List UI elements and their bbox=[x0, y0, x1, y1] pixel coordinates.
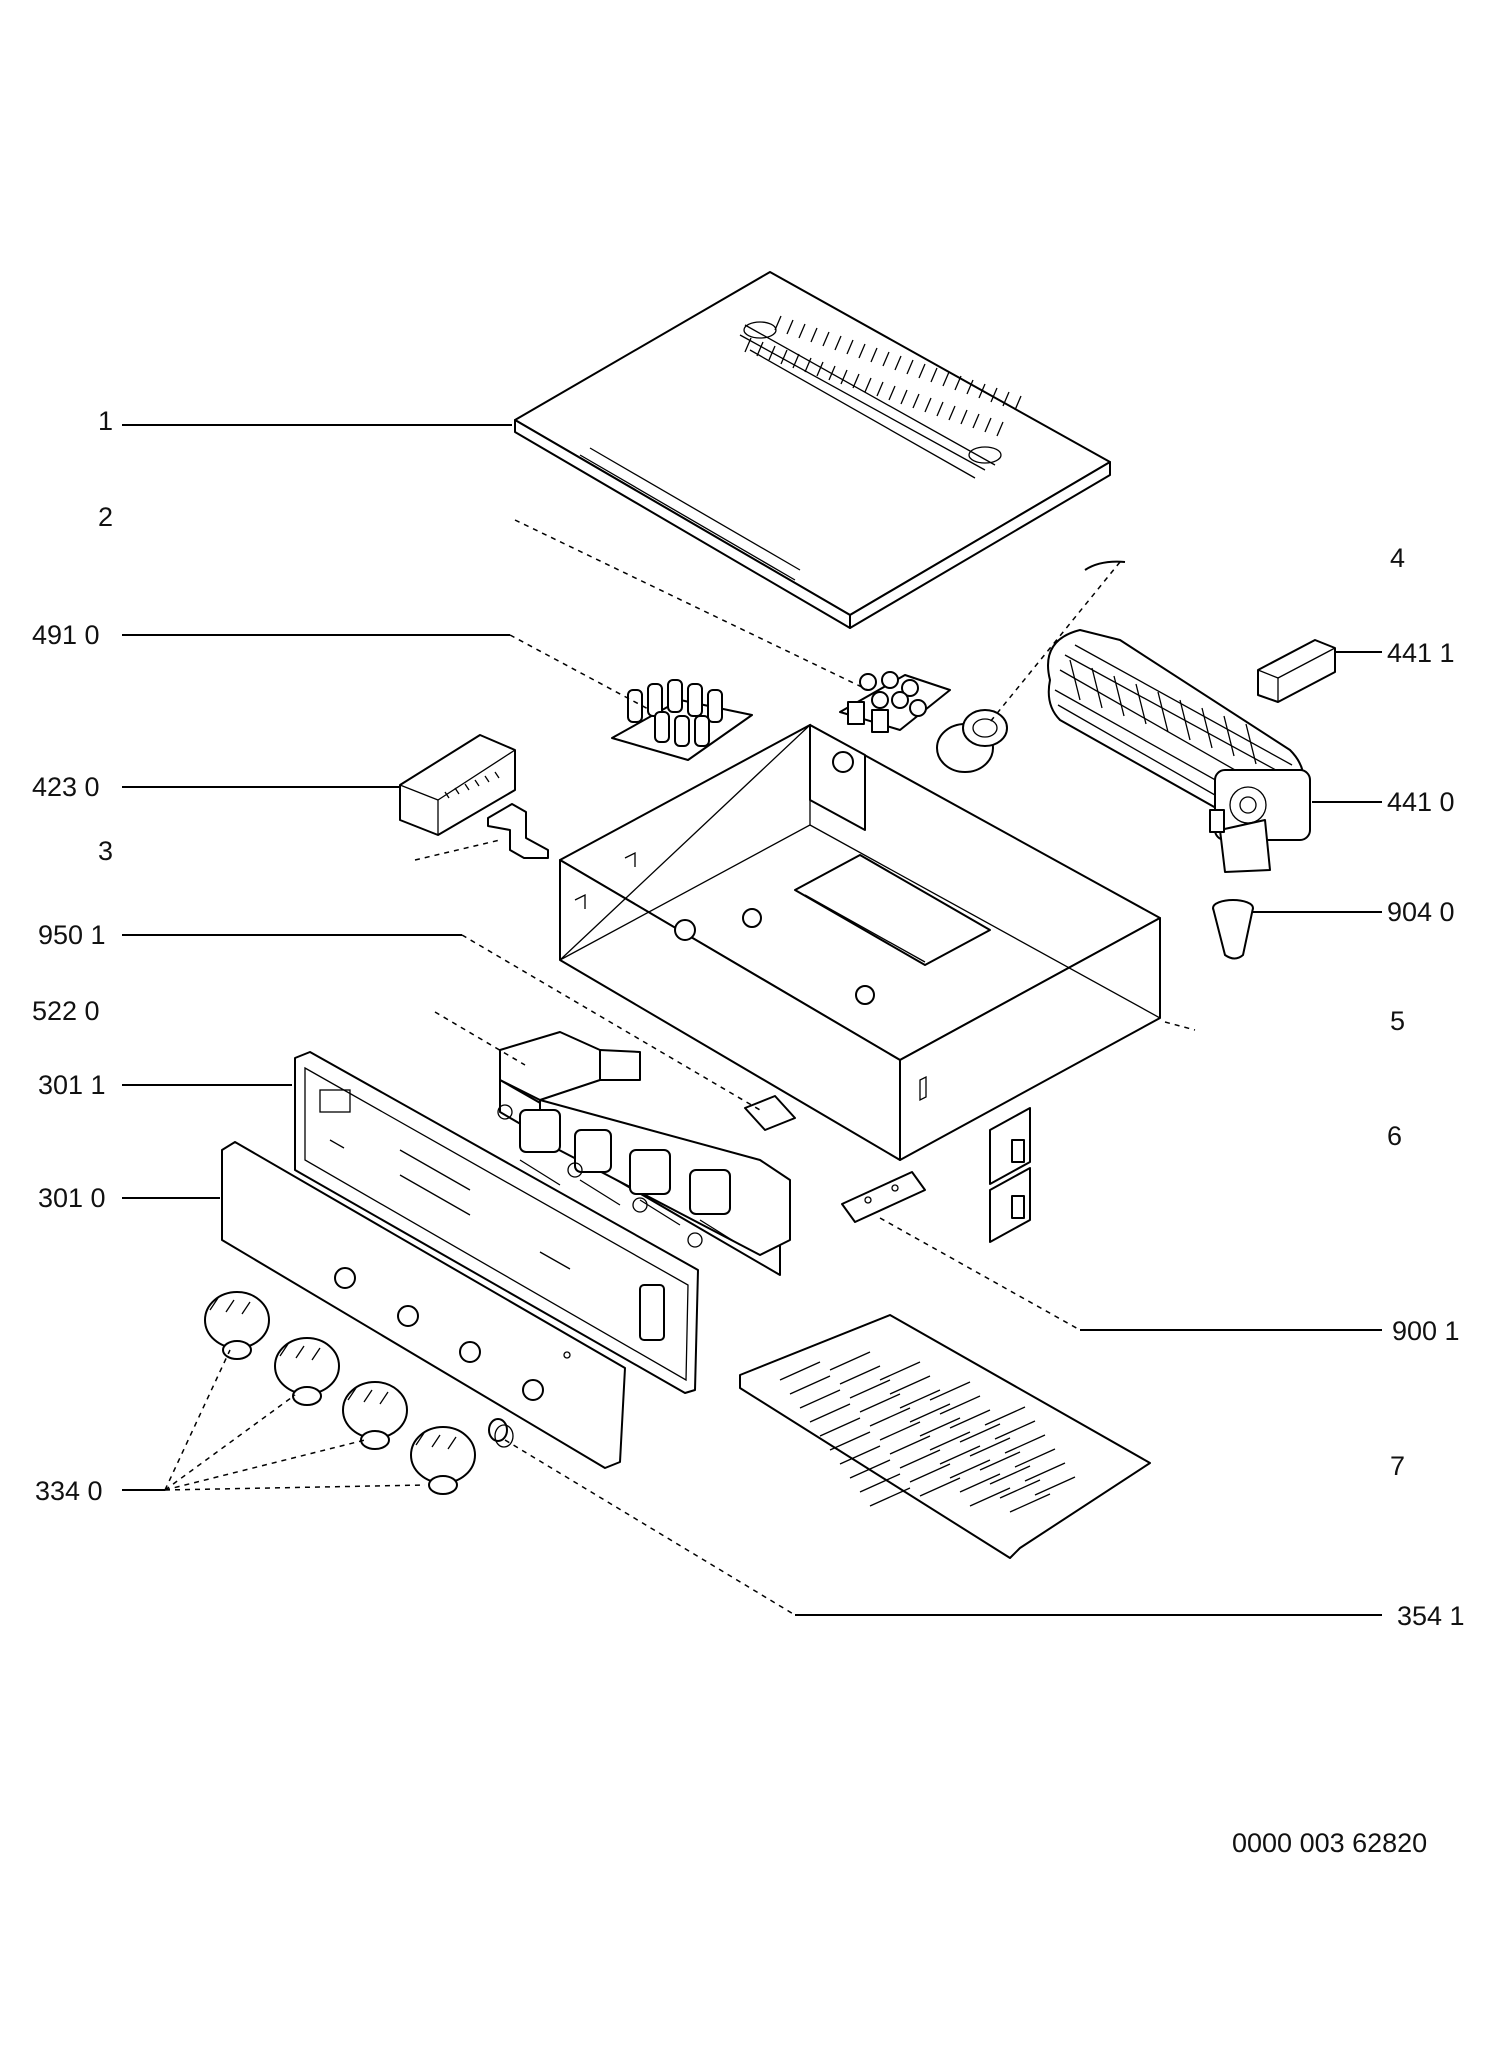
callout-6: 6 bbox=[1387, 1121, 1402, 1151]
callout-900-1: 900 1 bbox=[1392, 1316, 1460, 1346]
callout-491-0: 491 0 bbox=[32, 620, 100, 650]
callout-1: 1 bbox=[98, 406, 113, 436]
indicator-lamp-354 bbox=[488, 1418, 514, 1448]
hinge-bracket-6 bbox=[989, 1107, 1031, 1243]
callout-904-0: 904 0 bbox=[1387, 897, 1455, 927]
terminal-block-491 bbox=[611, 679, 753, 761]
foot-904 bbox=[1212, 899, 1254, 960]
top-cover-panel bbox=[514, 271, 1111, 629]
callout-2: 2 bbox=[98, 502, 113, 532]
callout-labels: 1 2 4 491 0 441 1 423 0 441 0 3 904 0 95… bbox=[32, 406, 1465, 1631]
callout-441-1: 441 1 bbox=[1387, 638, 1455, 668]
callout-334-0: 334 0 bbox=[35, 1476, 103, 1506]
clip-950 bbox=[744, 1095, 796, 1131]
leader-lines bbox=[122, 424, 1382, 1616]
bottom-vent-grille-7 bbox=[739, 1314, 1151, 1559]
terminal-block-2 bbox=[839, 671, 951, 733]
callout-3: 3 bbox=[98, 836, 113, 866]
callout-354-1: 354 1 bbox=[1397, 1601, 1465, 1631]
control-panel-front-301-0 bbox=[221, 1141, 626, 1469]
callout-950-1: 950 1 bbox=[38, 920, 106, 950]
callout-423-0: 423 0 bbox=[32, 772, 100, 802]
top-cover-vent-grille bbox=[739, 315, 1022, 479]
callout-7: 7 bbox=[1390, 1451, 1405, 1481]
bracket-441-1 bbox=[1257, 639, 1336, 703]
cover-plate-900 bbox=[841, 1171, 926, 1223]
callout-441-0: 441 0 bbox=[1387, 787, 1455, 817]
callout-522-0: 522 0 bbox=[32, 996, 100, 1026]
drawing-number: 0000 003 62820 bbox=[1232, 1828, 1427, 1858]
callout-4: 4 bbox=[1390, 543, 1405, 573]
main-housing-5 bbox=[559, 723, 1161, 1161]
callout-301-0: 301 0 bbox=[38, 1183, 106, 1213]
control-panel-frame-301-1 bbox=[294, 1051, 699, 1394]
callout-301-1: 301 1 bbox=[38, 1070, 106, 1100]
cable-gland-4 bbox=[936, 709, 1008, 773]
switch-assembly-522 bbox=[497, 1031, 791, 1276]
callout-5: 5 bbox=[1390, 1006, 1405, 1036]
bottom-grille-slots bbox=[779, 1351, 1076, 1513]
terminal-bracket-423 bbox=[399, 734, 516, 836]
tangential-fan-441 bbox=[1047, 629, 1311, 873]
knobs-334 bbox=[204, 1291, 476, 1495]
bracket-3 bbox=[487, 803, 549, 859]
